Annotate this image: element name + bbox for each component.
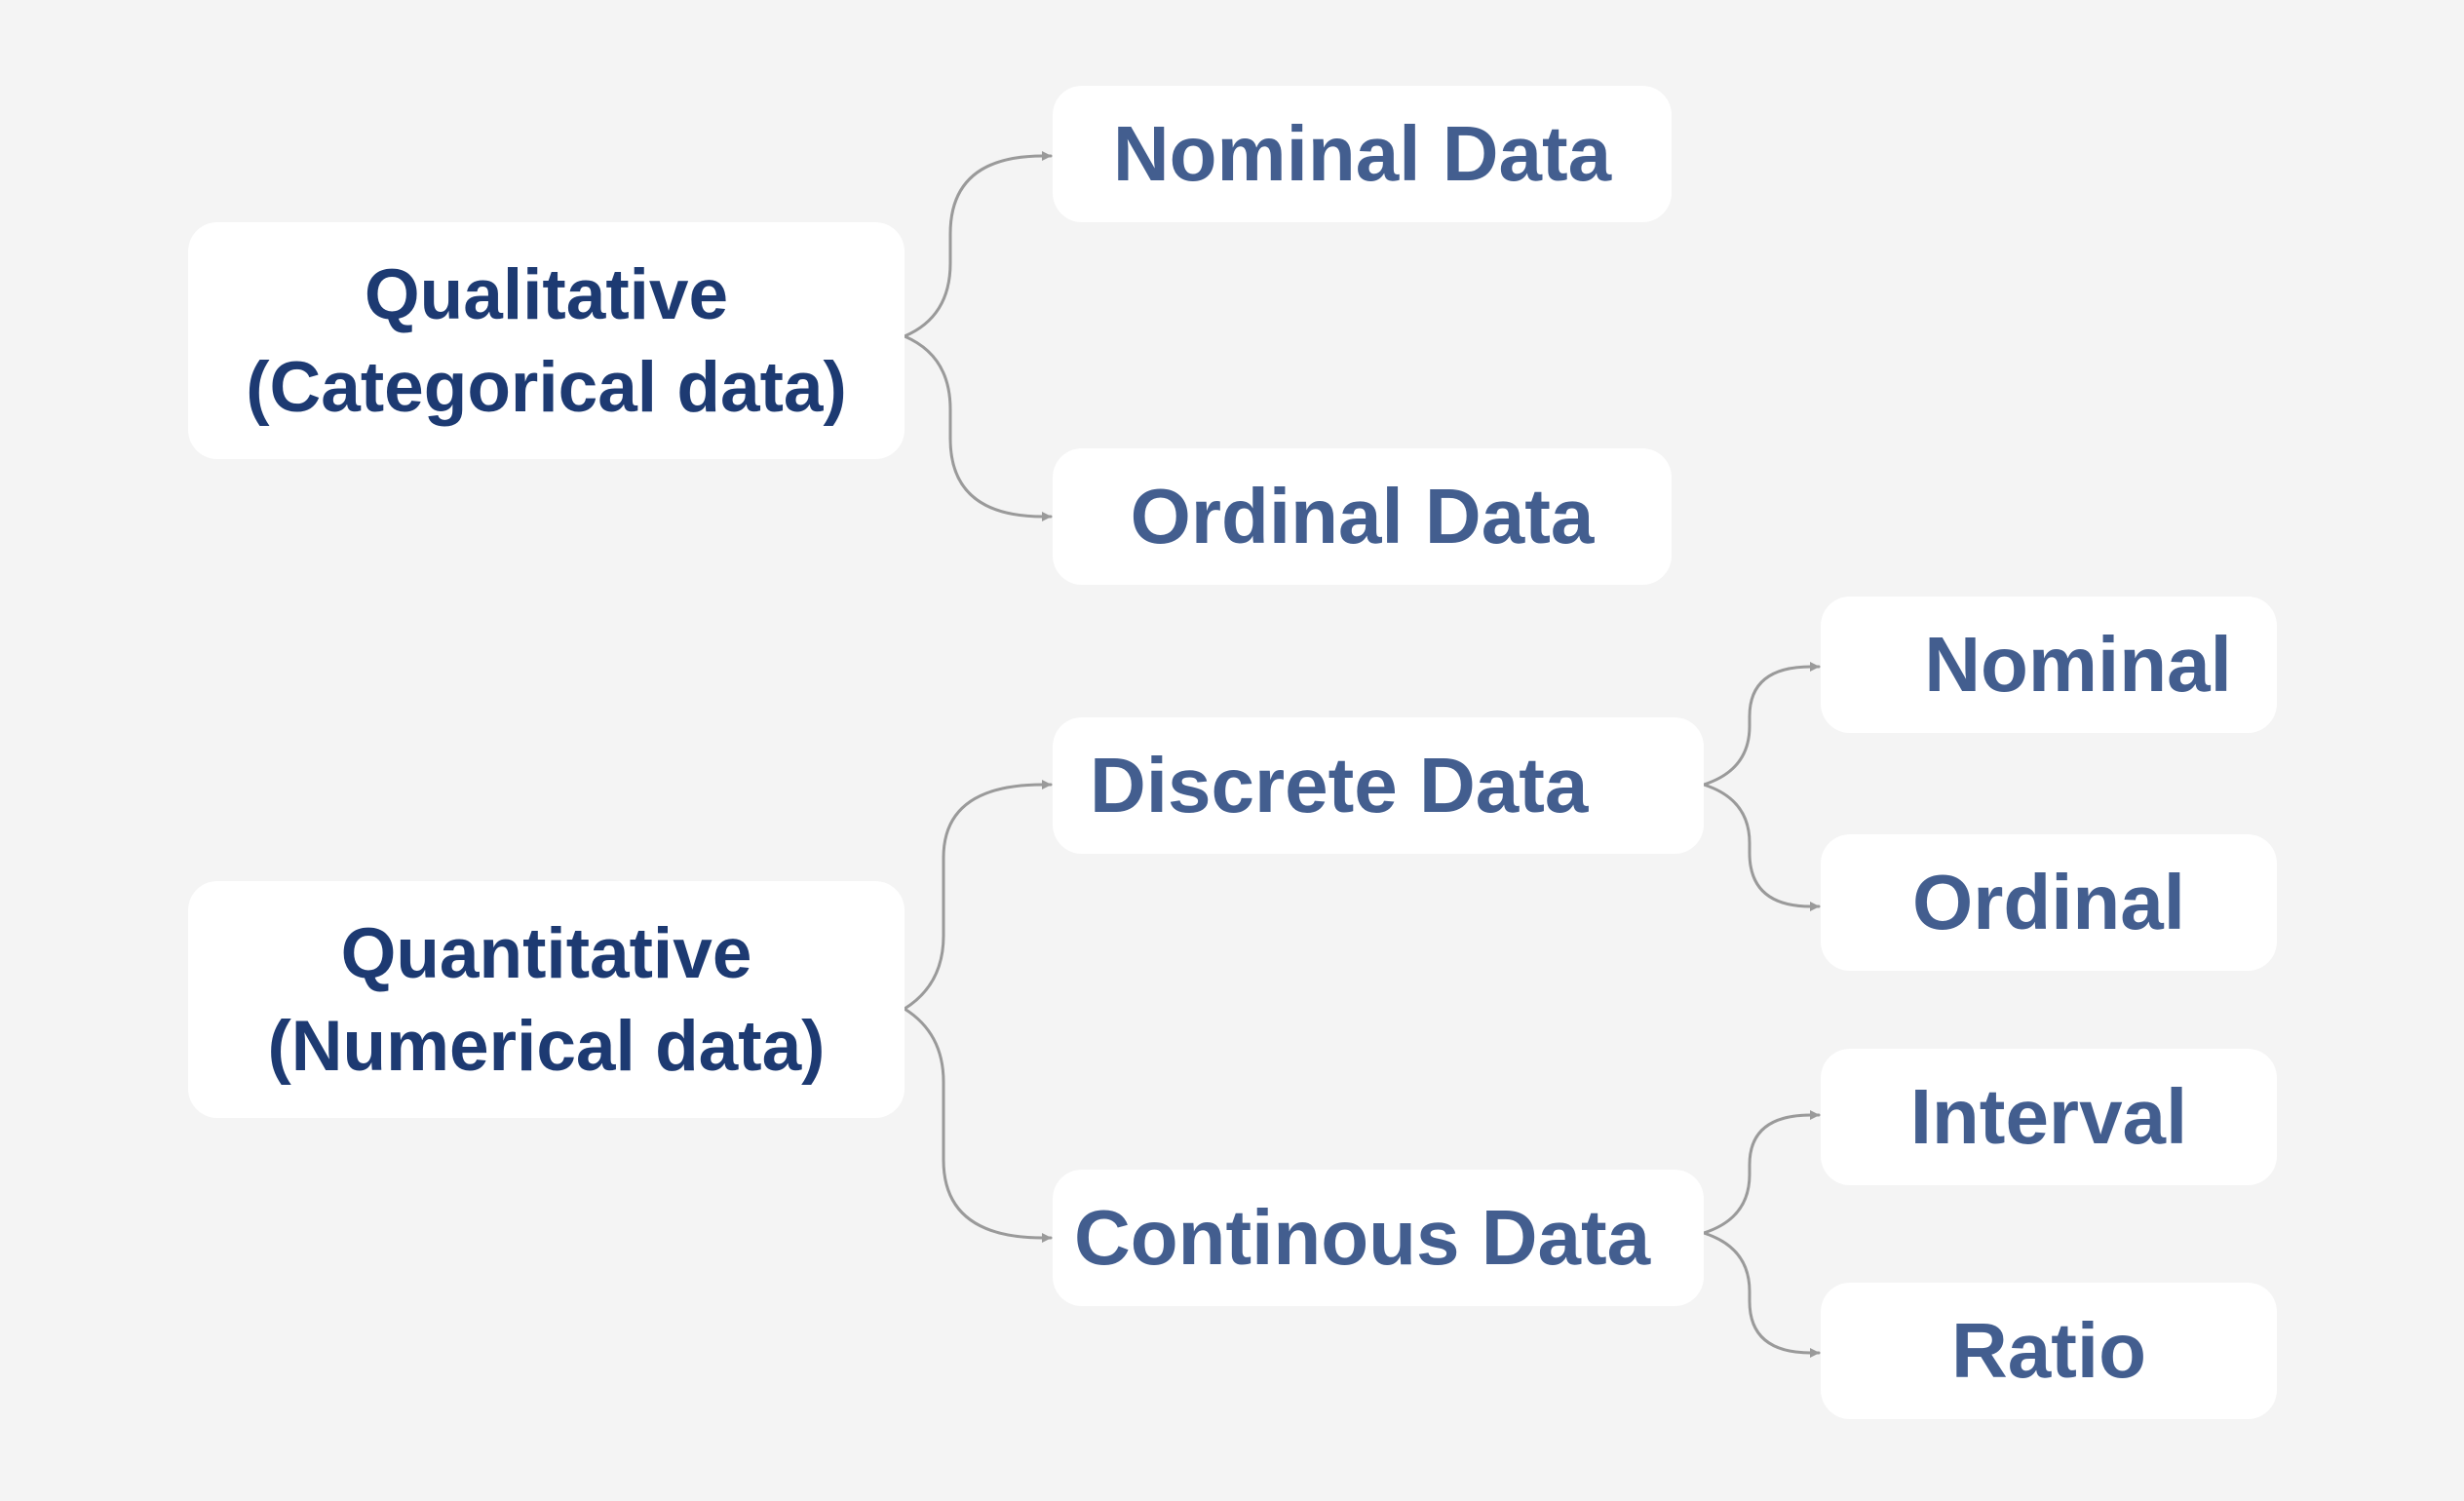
ratio-node: Ratio bbox=[1821, 1283, 2277, 1419]
nominal-label: Nominal bbox=[1924, 621, 2232, 708]
continous-data-label: Continous Data bbox=[1074, 1194, 1651, 1281]
interval-label: Interval bbox=[1909, 1073, 2188, 1160]
ordinal-node: Ordinal bbox=[1821, 834, 2277, 971]
ordinal-data-node: Ordinal Data bbox=[1053, 448, 1672, 585]
interval-node: Interval bbox=[1821, 1049, 2277, 1185]
edge-discrete-nominal bbox=[1702, 662, 1821, 787]
quantitative-subtitle: (Numerical data) bbox=[267, 1006, 826, 1086]
edge-quantitative-continous-data bbox=[903, 1007, 1053, 1243]
qualitative-subtitle: (Categorical data) bbox=[246, 347, 847, 427]
edge-quantitative-discrete-data bbox=[903, 780, 1053, 1011]
continous-data-node: Continous Data bbox=[1053, 1170, 1704, 1306]
qualitative-node: Qualitative (Categorical data) bbox=[188, 222, 905, 459]
edge-qualitative-ordinal-data bbox=[903, 334, 1053, 521]
ratio-label: Ratio bbox=[1951, 1307, 2146, 1394]
quantitative-node: Quantitative (Numerical data) bbox=[188, 881, 905, 1118]
edge-continous-interval bbox=[1702, 1110, 1821, 1235]
discrete-data-label: Discrete Data bbox=[1090, 742, 1589, 828]
nominal-node: Nominal bbox=[1821, 597, 2277, 733]
quantitative-title: Quantitative bbox=[340, 913, 752, 993]
qualitative-title: Qualitative bbox=[364, 254, 729, 334]
edge-discrete-ordinal bbox=[1702, 783, 1821, 911]
nominal-data-node: Nominal Data bbox=[1053, 86, 1672, 222]
discrete-data-node: Discrete Data bbox=[1053, 717, 1704, 854]
ordinal-data-label: Ordinal Data bbox=[1130, 473, 1595, 559]
edge-qualitative-nominal-data bbox=[903, 151, 1053, 338]
ordinal-label: Ordinal bbox=[1911, 859, 2186, 945]
edge-continous-ratio bbox=[1702, 1231, 1821, 1358]
nominal-data-label: Nominal Data bbox=[1112, 110, 1612, 197]
